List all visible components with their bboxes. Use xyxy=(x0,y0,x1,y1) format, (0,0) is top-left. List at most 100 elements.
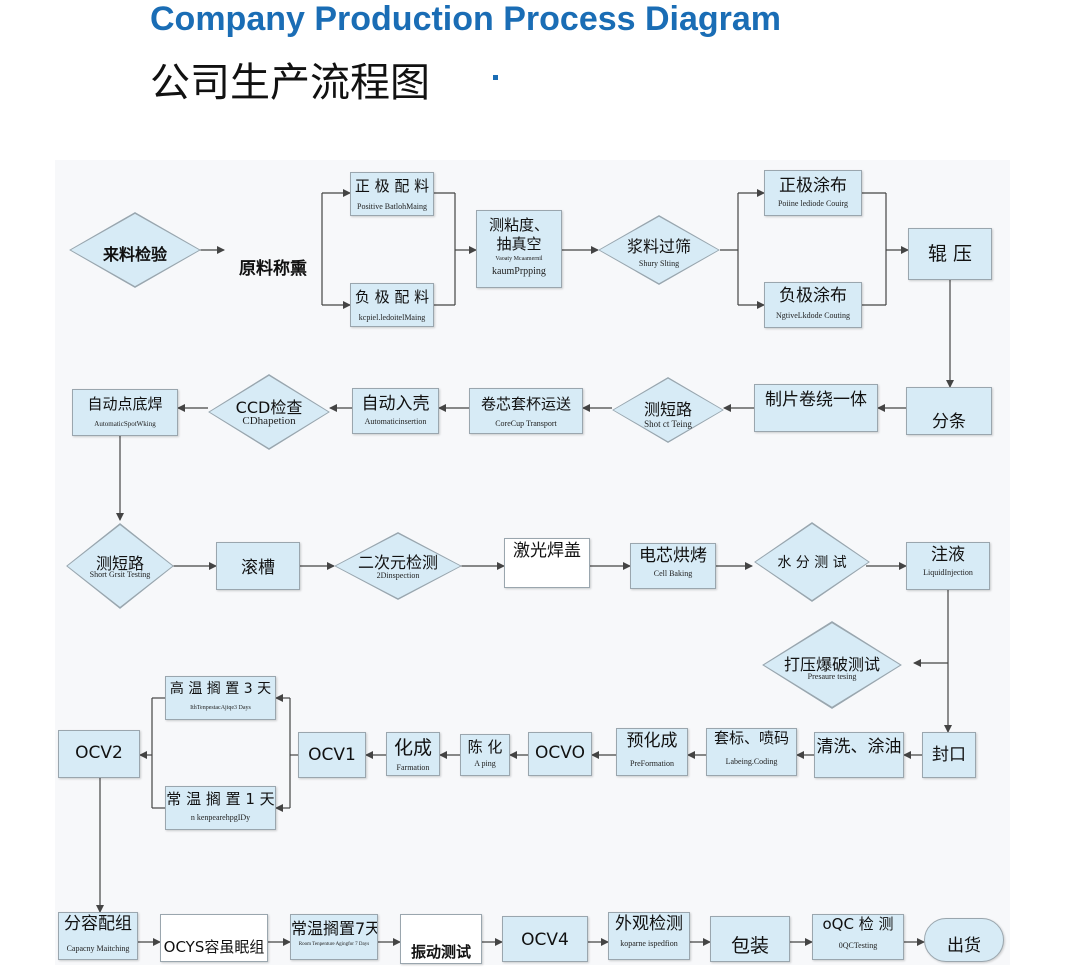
ocv0-label: OCVO xyxy=(535,743,585,763)
ocv1-box: OCV1 xyxy=(298,732,366,778)
2d-inspection-en: 2Dinspection xyxy=(376,571,420,580)
core-cup-transport-label: 卷芯套杯运送 xyxy=(480,395,571,413)
weighing-node: 原料称熏 xyxy=(224,254,322,284)
cell-baking-label: 电芯烘烤 xyxy=(639,546,707,566)
rolling-box: 辊 压 xyxy=(908,228,992,280)
core-cup-transport-box: 卷芯套杯运送 CoreCup Transport xyxy=(469,388,583,434)
high-temp-aging-label: 高 温 搁 置 3 天 xyxy=(169,681,272,697)
slitting-label: 分条 xyxy=(932,412,966,432)
pressure-burst-en: Presaure tesing xyxy=(807,672,857,681)
negative-mixing-box: 负 极 配 料 kcpiel.ledoitelMaing xyxy=(350,283,434,327)
positive-coating-en: Poiine lediode Couirg xyxy=(777,199,849,208)
appearance-inspection-box: 外观检测 koparne ispedfion xyxy=(608,912,690,960)
laser-welding-box: 激光焊盖 xyxy=(504,538,590,588)
viscosity-vacuum-box: 测粘度、 抽真空 Vaoaty Mcaamernil kaumPrpping xyxy=(476,210,562,288)
winding-label: 制片卷绕一体 xyxy=(765,390,867,410)
positive-mixing-label: 正 极 配 料 xyxy=(354,177,430,195)
positive-mixing-en: Positive BatlohMaing xyxy=(357,202,427,211)
labeling-coding-en: Labeing.Coding xyxy=(725,757,778,766)
viscosity-en-2: kaumPrpping xyxy=(492,266,546,277)
short-test-2-en: Short Grsit Testing xyxy=(89,570,151,579)
incoming-inspection-label: 来料检验 xyxy=(102,245,167,264)
negative-coating-en: NgtiveLkdode Couting xyxy=(776,311,850,320)
cell-baking-en: Cell Baking xyxy=(653,569,693,578)
high-temp-aging-en: IthTenpestacAjiqe3 Days xyxy=(190,705,251,711)
cleaning-oiling-box: 清洗、涂油 xyxy=(814,732,904,778)
high-temp-aging-box: 高 温 搁 置 3 天 IthTenpestacAjiqe3 Days xyxy=(165,676,276,720)
auto-insertion-en: Automaticinsertion xyxy=(364,417,427,426)
formation-box: 化成 Farmation xyxy=(386,732,440,776)
title-bullet-dot xyxy=(493,75,498,80)
capacity-grading-box: 分容配组 Capacny Maitching xyxy=(58,912,138,960)
room-temp-7days-box: 常温搁置7天 Room Tenpenture Agingfor 7 Days xyxy=(290,914,378,960)
vibration-test-box: 振动测试 xyxy=(400,914,482,964)
shipment-terminal: 出货 xyxy=(924,918,1004,962)
vibration-test-label: 振动测试 xyxy=(410,943,471,961)
diagram-title-cn: 公司生产流程图 xyxy=(150,60,430,106)
viscosity-label-2: 抽真空 xyxy=(496,235,542,253)
slurry-sieve-en: Shury Slting xyxy=(638,259,680,268)
appearance-inspection-label: 外观检测 xyxy=(615,914,683,934)
positive-coating-label: 正极涂布 xyxy=(779,176,847,196)
negative-mixing-label: 负 极 配 料 xyxy=(354,288,430,306)
core-cup-transport-en: CoreCup Transport xyxy=(495,419,557,428)
ocv2-box: OCV2 xyxy=(58,730,140,778)
grooving-box: 滚槽 xyxy=(216,542,300,590)
ocv1-label: OCV1 xyxy=(308,745,356,765)
capacity-grading-label: 分容配组 xyxy=(64,914,132,934)
pressure-burst-label: 打压爆破测试 xyxy=(783,655,880,674)
room-temp-1day-en: n kenpearehpgIDy xyxy=(190,813,251,822)
weighing-label: 原料称熏 xyxy=(239,259,307,279)
room-temp-7days-label: 常温搁置7天 xyxy=(291,919,378,938)
sealing-box: 封口 xyxy=(922,732,976,778)
diagram-title-en: Company Production Process Diagram xyxy=(150,0,782,38)
formation-en: Farmation xyxy=(396,763,430,772)
oqc-testing-en: 0QCTesting xyxy=(838,941,878,950)
oqc-testing-label: oQC 检 测 xyxy=(822,915,894,933)
shipment-label: 出货 xyxy=(947,936,981,956)
2d-inspection-label: 二次元检测 xyxy=(357,553,438,572)
spot-welding-label: 自动点底焊 xyxy=(87,395,163,413)
positive-mixing-box: 正 极 配 料 Positive BatlohMaing xyxy=(350,172,434,216)
positive-coating-box: 正极涂布 Poiine lediode Couirg xyxy=(764,170,862,216)
short-test-1-en: Shot ct Teing xyxy=(644,419,692,429)
laser-welding-label: 激光焊盖 xyxy=(513,541,581,561)
rolling-label: 辊 压 xyxy=(927,243,973,265)
formation-label: 化成 xyxy=(393,737,432,759)
pre-formation-box: 预化成 PreFormation xyxy=(616,728,688,776)
short-test-1-label: 测短路 xyxy=(643,400,692,419)
spot-welding-box: 自动点底焊 AutomaticSpotWking xyxy=(72,389,178,436)
labeling-coding-label: 套标、喷码 xyxy=(713,729,789,747)
ocv4-box: OCV4 xyxy=(502,916,588,962)
spot-welding-en: AutomaticSpotWking xyxy=(94,420,156,428)
viscosity-label-1: 测粘度、 xyxy=(488,216,549,234)
ocys-grading-label: OCYS容虽眠组 xyxy=(163,938,265,956)
auto-insertion-box: 自动入壳 Automaticinsertion xyxy=(352,388,439,434)
liquid-injection-label: 注液 xyxy=(931,545,965,565)
ocv2-label: OCV2 xyxy=(75,743,123,763)
cell-baking-box: 电芯烘烤 Cell Baking xyxy=(630,543,716,589)
capacity-grading-en: Capacny Maitching xyxy=(66,944,130,953)
cleaning-oiling-label: 清洗、涂油 xyxy=(816,737,902,757)
aging-label: 陈 化 xyxy=(467,738,503,756)
oqc-testing-box: oQC 检 测 0QCTesting xyxy=(812,914,904,960)
aging-en: A ping xyxy=(474,759,496,768)
packing-box: 包装 xyxy=(710,916,790,962)
packing-label: 包装 xyxy=(730,935,769,957)
ocv0-box: OCVO xyxy=(528,732,592,776)
sealing-label: 封口 xyxy=(932,745,966,765)
winding-box: 制片卷绕一体 xyxy=(754,384,878,432)
ccd-inspection-label: CCD检查 xyxy=(235,398,303,417)
aging-box: 陈 化 A ping xyxy=(460,734,510,776)
room-temp-1day-box: 常 温 搁 置 1 天 n kenpearehpgIDy xyxy=(165,786,276,830)
grooving-label: 滚槽 xyxy=(241,558,275,578)
labeling-coding-box: 套标、喷码 Labeing.Coding xyxy=(706,728,797,776)
ocv4-label: OCV4 xyxy=(521,930,569,950)
negative-coating-box: 负极涂布 NgtiveLkdode Couting xyxy=(764,282,862,328)
appearance-inspection-en: koparne ispedfion xyxy=(620,939,678,948)
room-temp-7days-en: Room Tenpenture Agingfor 7 Days xyxy=(298,942,370,947)
auto-insertion-label: 自动入壳 xyxy=(361,394,430,414)
moisture-test-label: 水 分 测 试 xyxy=(777,555,847,571)
liquid-injection-box: 注液 LiquidInjection xyxy=(906,542,990,590)
